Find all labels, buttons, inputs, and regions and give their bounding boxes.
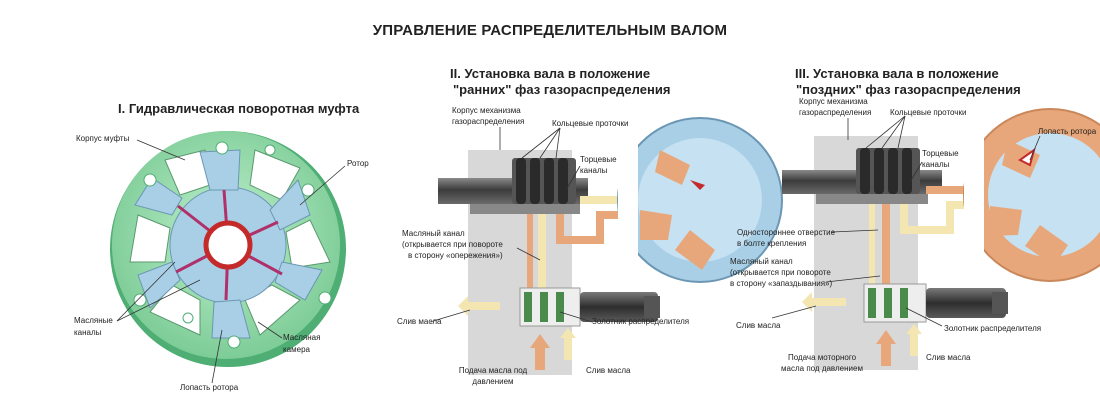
late-phase-drawing (771, 106, 1100, 370)
label-rotor-vane: Лопасть ротора (180, 383, 239, 392)
label-oil-channels-line2: каналы (74, 328, 102, 337)
label-oil-chamber-line2: камера (283, 345, 310, 354)
label-oil-channel-early-line2: (открывается при повороте (402, 240, 503, 249)
early-phase-drawing (429, 116, 783, 375)
label-face-channels-line1: Торцевые (580, 155, 617, 164)
label-oil-channels-line1: Масляные (74, 316, 113, 325)
label-coupling-housing: Корпус муфты (76, 134, 130, 143)
label-face-channels-late-line2: каналы (922, 160, 950, 169)
section2-title-line1: II. Установка вала в положение (450, 66, 651, 81)
label-oil-supply-late-line2: масла под давлением (781, 364, 863, 373)
label-oil-channel-early-line3: в сторону «опережения») (408, 251, 503, 260)
label-one-way-hole-line1: Одностороннее отверстие (737, 228, 836, 237)
label-face-channels-line2: каналы (580, 166, 608, 175)
label-mech-housing-late-line2: газораспределения (799, 108, 872, 117)
section2-title-line2: "ранних" фаз газораспределения (453, 82, 671, 97)
section3-title-line2: "поздних" фаз газораспределения (796, 82, 1021, 97)
label-rotor-vane-late: Лопасть ротора (1038, 127, 1097, 136)
label-oil-chamber-line1: Масляная (283, 333, 321, 342)
label-ring-grooves-late: Кольцевые проточки (890, 108, 967, 117)
label-oil-channel-late-line3: в сторону «запаздывания») (730, 279, 833, 288)
label-oil-channel-late-line2: (открывается при повороте (730, 268, 831, 277)
label-mech-housing-line1: Корпус механизма (452, 106, 521, 115)
section1-title: I. Гидравлическая поворотная муфта (118, 101, 360, 116)
label-oil-supply-early-line2: давлением (472, 377, 514, 386)
label-oil-drain-late: Слив масла (736, 321, 781, 330)
main-title: УПРАВЛЕНИЕ РАСПРЕДЕЛИТЕЛЬНЫМ ВАЛОМ (372, 22, 728, 39)
label-spool-early: Золотник распределителя (592, 317, 690, 326)
coupling-drawing (110, 131, 346, 384)
label-spool-late: Золотник распределителя (944, 324, 1042, 333)
label-ring-grooves: Кольцевые проточки (552, 119, 629, 128)
label-oil-supply-early-line1: Подача масла под (458, 366, 528, 375)
label-mech-housing-line2: газораспределения (452, 117, 525, 126)
label-oil-drain2-early: Слив масла (586, 366, 631, 375)
section3-title-line1: III. Установка вала в положение (795, 66, 999, 81)
label-mech-housing-late-line1: Корпус механизма (799, 97, 868, 106)
label-oil-drain2-late: Слив масла (926, 353, 971, 362)
label-one-way-hole-line2: в болте крепления (737, 239, 807, 248)
label-oil-supply-late-line1: Подача моторного (787, 353, 857, 362)
label-oil-channel-early-line1: Масляный канал (402, 229, 465, 238)
label-rotor: Ротор (347, 159, 369, 168)
label-face-channels-late-line1: Торцевые (922, 149, 959, 158)
label-oil-drain-early: Слив масла (397, 317, 442, 326)
label-oil-channel-late-line1: Масляный канал (730, 257, 793, 266)
